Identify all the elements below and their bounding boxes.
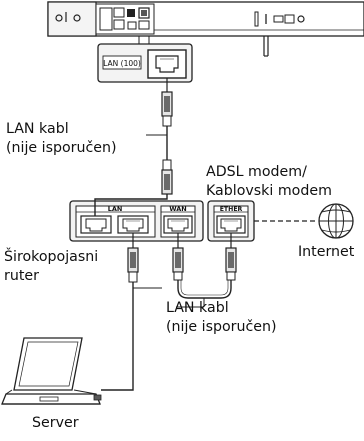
lower-cable-label-line2: (nije isporučen) bbox=[166, 319, 277, 335]
lower-cable-label-line1: LAN kabl bbox=[166, 300, 229, 316]
modem-name-line1: ADSL modem/ bbox=[206, 164, 307, 180]
server-label: Server bbox=[32, 415, 79, 431]
server-lan-cable bbox=[101, 233, 162, 391]
modem-ether-label: ETHER bbox=[220, 206, 243, 213]
router-name-line1: Širokopojasni bbox=[4, 249, 99, 265]
router-lan-label: LAN bbox=[108, 205, 123, 213]
internet-label: Internet bbox=[298, 244, 355, 260]
router-name-line2: ruter bbox=[4, 268, 39, 284]
broadband-router bbox=[69, 200, 204, 242]
server-laptop-icon bbox=[1, 337, 102, 405]
upper-cable-label-line2: (nije isporučen) bbox=[6, 140, 117, 156]
modem-name-line2: Kablovski modem bbox=[206, 183, 332, 199]
adsl-modem bbox=[207, 200, 255, 242]
upper-lan-cable bbox=[146, 78, 173, 195]
soundbar-unit bbox=[47, 1, 364, 57]
router-wan-label: WAN bbox=[169, 205, 186, 213]
upper-cable-label-line1: LAN kabl bbox=[6, 121, 69, 137]
globe-icon bbox=[318, 203, 354, 239]
upper-cable-wire bbox=[94, 194, 168, 216]
router-modem-cable bbox=[172, 233, 237, 308]
soundbar-lan-port-callout bbox=[97, 36, 193, 83]
soundbar-port-label: LAN (100) bbox=[103, 59, 141, 68]
